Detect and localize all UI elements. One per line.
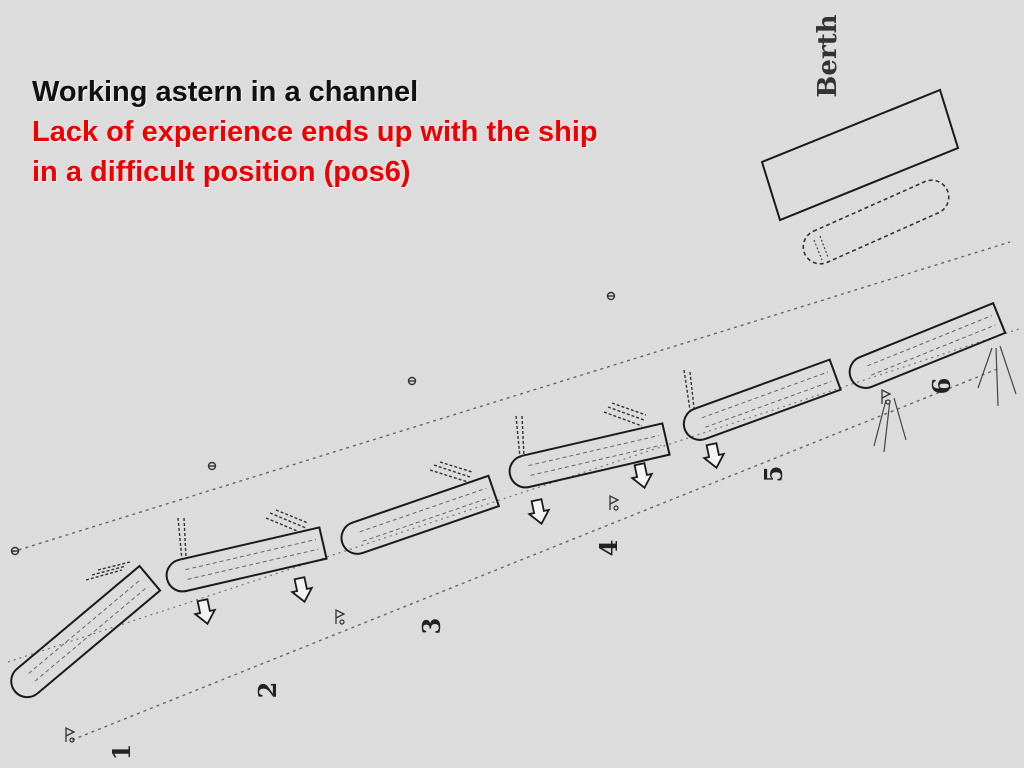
berth-target-ship — [802, 179, 950, 265]
wind-marks-5 — [683, 369, 695, 411]
channel-upper-edge — [11, 241, 1011, 553]
position-label-2: 2 — [253, 682, 282, 699]
berth-target-ship-bow-marks — [813, 235, 829, 261]
drift-arrow-4a — [527, 498, 551, 526]
buoy-lower-1 — [65, 726, 76, 743]
title-block: Working astern in a channel Lack of expe… — [32, 72, 732, 192]
buoy-upper-2 — [207, 461, 217, 471]
wind-marks-2 — [177, 509, 309, 561]
berth-structure — [760, 88, 960, 222]
position-label-1: 1 — [107, 744, 136, 761]
ship-position-3 — [340, 474, 501, 555]
position-label-5: 5 — [759, 466, 788, 483]
buoy-upper-3 — [407, 376, 417, 386]
buoy-upper-1 — [10, 546, 20, 556]
position-label-4: 4 — [594, 540, 623, 557]
channel-lower-edge — [71, 367, 1001, 741]
drift-arrow-4b — [630, 462, 654, 490]
berth-label: Berth — [813, 14, 843, 97]
wind-marks-1 — [85, 561, 131, 581]
buoy-upper-4 — [606, 291, 616, 301]
drift-arrow-2a — [193, 598, 217, 626]
ship-position-1 — [10, 564, 162, 699]
slide-title: Working astern in a channel — [32, 76, 419, 108]
channel-center-line — [7, 327, 1023, 663]
position-label-6: 6 — [927, 378, 956, 395]
slide-subtitle-line-2: in a difficult position (pos6) — [32, 156, 411, 188]
ship-position-5 — [682, 358, 842, 441]
position-label-3: 3 — [417, 618, 446, 635]
drift-arrow-5 — [702, 442, 726, 470]
buoy-lower-2 — [335, 608, 346, 625]
wind-marks-3 — [429, 461, 473, 483]
slide-subtitle-line-1: Lack of experience ends up with the ship — [32, 116, 598, 148]
drift-arrow-2b — [290, 576, 314, 604]
tug-lines-6 — [873, 345, 1017, 453]
buoy-lower-3 — [609, 494, 620, 511]
wind-marks-4 — [515, 402, 647, 459]
